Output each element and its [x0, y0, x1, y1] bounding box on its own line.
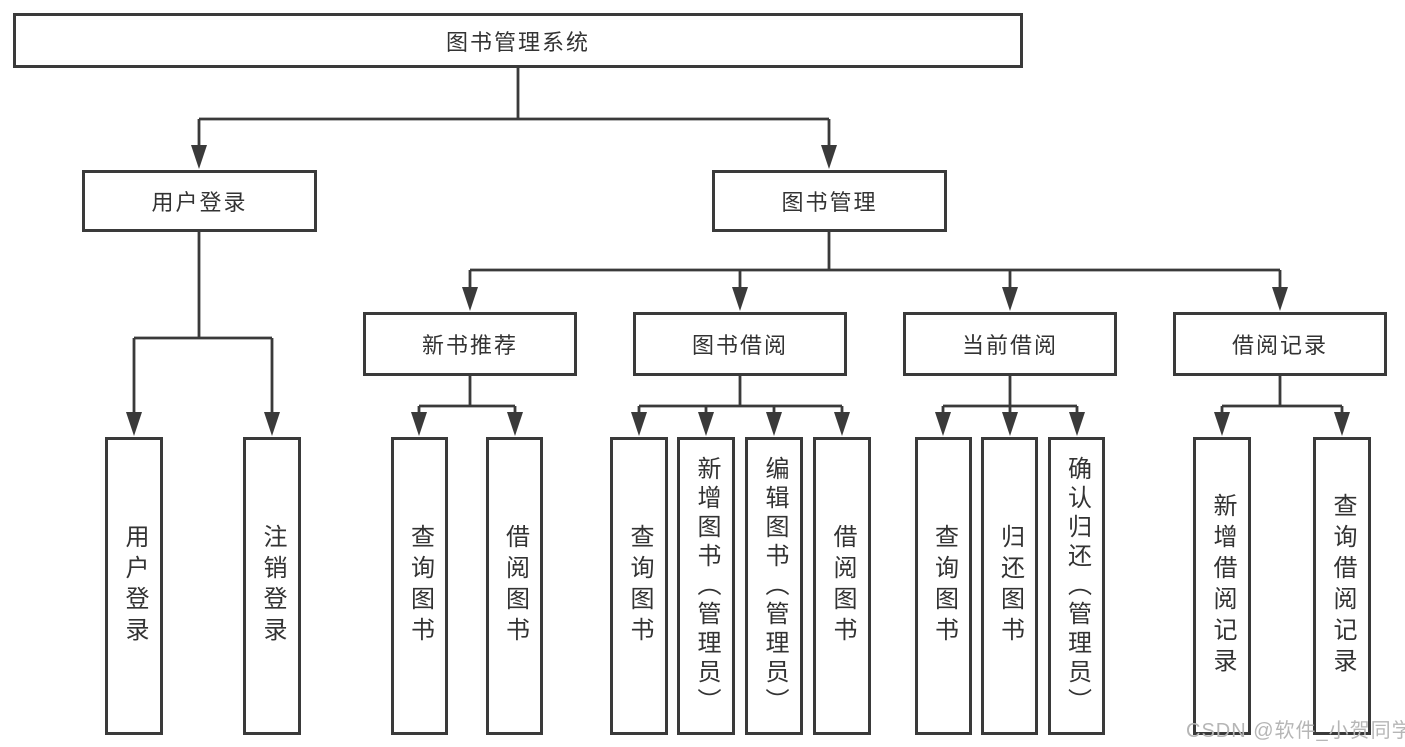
leaf-records-add-label: 新增借阅记录: [1209, 493, 1236, 679]
node-book-manage: 图书管理: [712, 170, 947, 232]
node-user-login-label: 用户登录: [151, 190, 248, 215]
node-borrow-records: 借阅记录: [1173, 312, 1387, 376]
leaf-borrow-add-admin-label: 新增图书（管理员）: [693, 455, 720, 717]
leaf-records-add: 新增借阅记录: [1193, 437, 1251, 735]
leaf-user-login-label: 用户登录: [121, 524, 148, 648]
leaf-borrow-edit-admin-label: 编辑图书（管理员）: [761, 455, 788, 717]
node-new-books-label: 新书推荐: [421, 333, 518, 358]
node-current-borrow-label: 当前借阅: [961, 333, 1058, 358]
leaf-borrow-edit-admin: 编辑图书（管理员）: [745, 437, 803, 735]
leaf-current-confirm-admin: 确认归还（管理员）: [1048, 437, 1105, 735]
node-book-borrow: 图书借阅: [633, 312, 847, 376]
node-root: 图书管理系统: [13, 13, 1023, 68]
leaf-borrow-book: 借阅图书: [813, 437, 871, 735]
leaf-newbooks-query: 查询图书: [391, 437, 448, 735]
leaf-current-query-label: 查询图书: [930, 524, 958, 648]
arrowheads: [126, 145, 1350, 436]
leaf-logout-label: 注销登录: [259, 524, 286, 648]
node-root-label: 图书管理系统: [445, 29, 590, 55]
leaf-borrow-query-label: 查询图书: [626, 524, 653, 648]
leaf-current-query: 查询图书: [915, 437, 972, 735]
node-book-borrow-label: 图书借阅: [691, 333, 788, 358]
leaf-newbooks-query-label: 查询图书: [406, 524, 434, 648]
leaf-logout: 注销登录: [243, 437, 301, 735]
leaf-current-confirm-admin-label: 确认归还（管理员）: [1063, 455, 1091, 717]
leaf-current-return-label: 归还图书: [996, 524, 1024, 648]
leaf-newbooks-borrow: 借阅图书: [486, 437, 543, 735]
leaf-borrow-add-admin: 新增图书（管理员）: [677, 437, 735, 735]
node-user-login: 用户登录: [82, 170, 317, 232]
leaf-records-query: 查询借阅记录: [1313, 437, 1371, 735]
leaf-borrow-query: 查询图书: [610, 437, 668, 735]
leaf-current-return: 归还图书: [981, 437, 1038, 735]
node-book-manage-label: 图书管理: [781, 190, 878, 215]
node-new-books: 新书推荐: [363, 312, 577, 376]
leaf-records-query-label: 查询借阅记录: [1329, 493, 1356, 679]
leaf-newbooks-borrow-label: 借阅图书: [501, 524, 529, 648]
leaf-borrow-book-label: 借阅图书: [829, 524, 856, 648]
node-borrow-records-label: 借阅记录: [1231, 333, 1328, 358]
leaf-user-login: 用户登录: [105, 437, 163, 735]
csdn-watermark: CSDN @软件_小贺同学: [1186, 720, 1405, 742]
node-current-borrow: 当前借阅: [903, 312, 1117, 376]
